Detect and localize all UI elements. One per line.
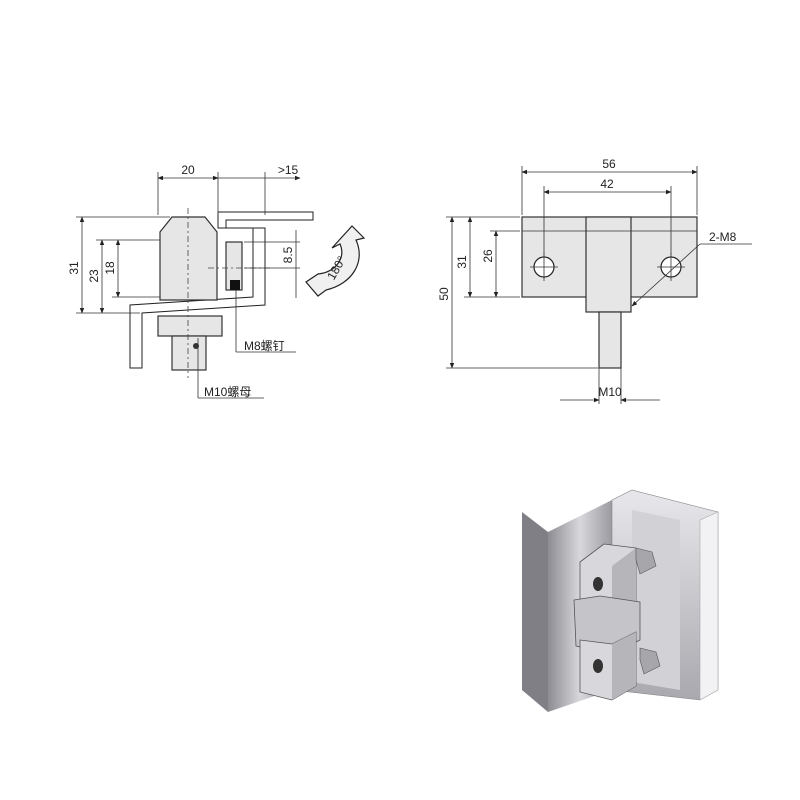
side-view: 20 >15 31 23 18 8.5 180° M8螺钉 M10螺母 xyxy=(67,163,366,399)
dim-height-total: 31 xyxy=(67,261,81,275)
dim-overall-width: 56 xyxy=(602,157,616,171)
dim-height-total-right: 50 xyxy=(437,287,451,301)
dim-clearance: >15 xyxy=(278,163,299,177)
dim-height-mid: 23 xyxy=(87,269,101,283)
dim-offset: 8.5 xyxy=(281,246,295,263)
screw-head xyxy=(230,280,240,290)
label-thread: M10 xyxy=(598,385,622,399)
rotation-arrow-icon xyxy=(305,225,366,297)
front-view: 56 42 50 31 26 2-M8 M10 xyxy=(437,157,752,404)
dim-height-body: 31 xyxy=(455,255,469,269)
lower-hole xyxy=(593,659,603,673)
nut xyxy=(157,315,223,337)
hinge-pin xyxy=(598,311,622,369)
dim-width: 20 xyxy=(181,163,195,177)
upper-hole xyxy=(593,577,603,591)
label-holes: 2-M8 xyxy=(709,230,737,244)
bracket-plate xyxy=(129,211,314,369)
left-panel-edge xyxy=(522,512,548,712)
pin-hole xyxy=(193,343,199,349)
product-illustration xyxy=(522,489,719,712)
hinge-body xyxy=(159,216,218,301)
dim-height-inner-right: 26 xyxy=(481,249,495,263)
dim-hole-spacing: 42 xyxy=(600,177,614,191)
label-screw: M8螺钉 xyxy=(244,339,285,353)
label-nut: M10螺母 xyxy=(204,385,251,399)
dim-height-inner: 18 xyxy=(103,261,117,275)
pin xyxy=(171,335,207,371)
hinge-knuckle xyxy=(585,216,632,313)
